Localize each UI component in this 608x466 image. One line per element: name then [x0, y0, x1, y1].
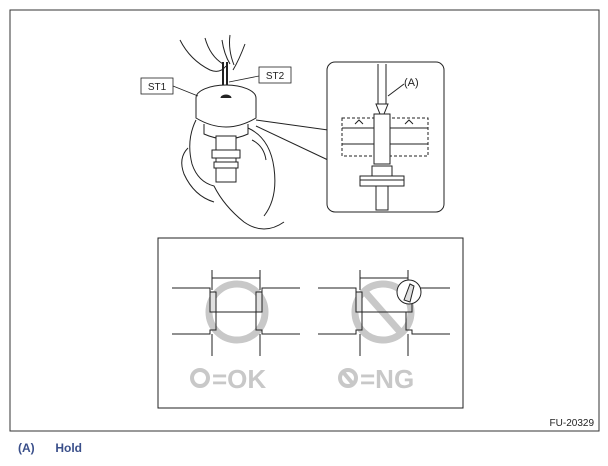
legend-row: (A) Hold — [18, 441, 82, 455]
figure-code: FU-20329 — [550, 418, 595, 429]
svg-text:=NG: =NG — [360, 364, 414, 394]
ng-diagram: =NG — [318, 270, 450, 394]
label-st2: ST2 — [228, 66, 292, 84]
svg-text:=OK: =OK — [212, 364, 266, 394]
comparison-box — [157, 237, 464, 409]
legend-text: Hold — [55, 441, 83, 455]
ok-symbol-icon — [190, 368, 210, 388]
tool-illustration — [179, 34, 329, 230]
ok-diagram: =OK — [172, 270, 300, 394]
detail-inset — [326, 61, 445, 213]
svg-text:ST2: ST2 — [266, 71, 285, 82]
svg-text:ST1: ST1 — [148, 82, 167, 93]
label-st1: ST1 — [140, 77, 199, 97]
ng-symbol-icon — [338, 368, 358, 388]
legend-key: (A) — [18, 441, 35, 455]
callout-a-label: (A) — [404, 77, 419, 89]
